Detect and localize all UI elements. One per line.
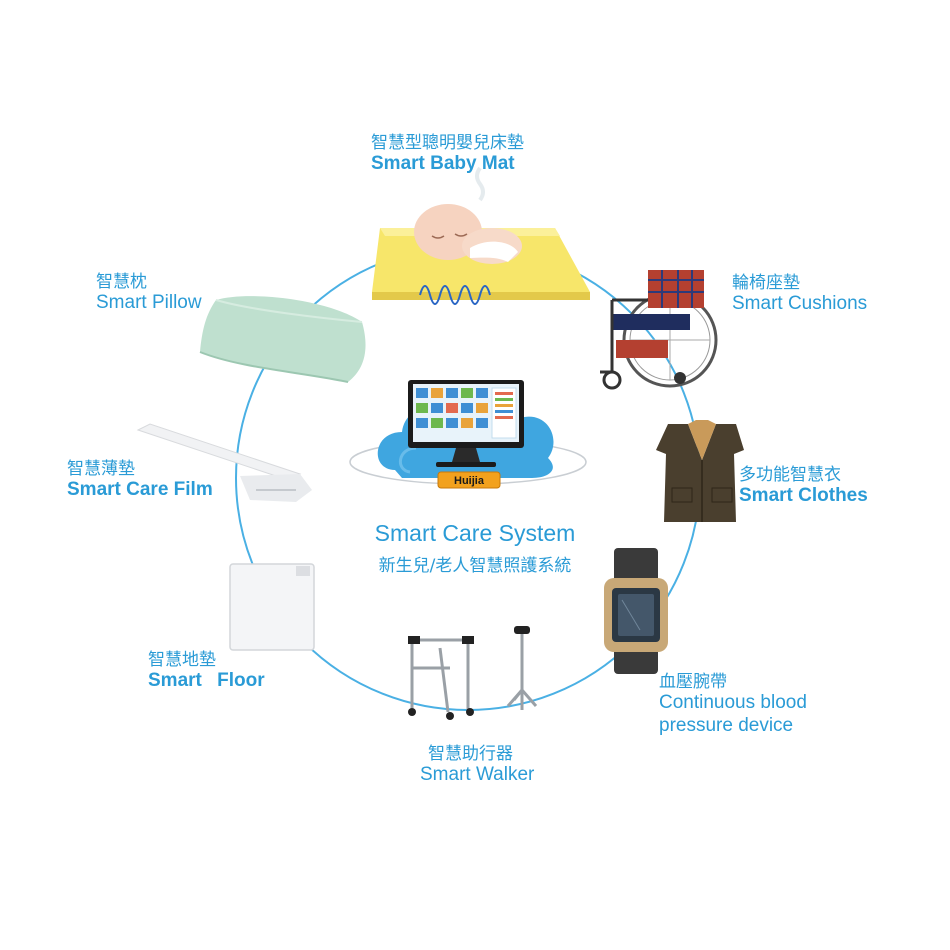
baby-mat-icon: [372, 166, 590, 305]
label-pillow-en: Smart Pillow: [96, 292, 202, 314]
label-clothes-zh: 多功能智慧衣: [739, 465, 841, 485]
label-cushions-zh: 輪椅座墊: [732, 273, 800, 293]
system-subtitle: 新生兒/老人智慧照護系統: [378, 556, 572, 576]
dashboard-tiles: [416, 387, 517, 439]
label-care-film-zh: 智慧薄墊: [67, 459, 135, 479]
floor-mat-icon: [229, 563, 315, 651]
label-baby-mat-en: Smart Baby Mat: [371, 153, 515, 175]
monitor-icon: [408, 380, 524, 467]
label-pillow-zh: 智慧枕: [96, 272, 147, 292]
center-label: Smart Care System 新生兒/老人智慧照護系統: [0, 520, 950, 576]
pillow-icon: [199, 296, 366, 383]
brand-badge: Huijia: [437, 471, 501, 489]
label-floor-zh: 智慧地墊: [148, 650, 216, 670]
label-baby-mat: 智慧型聰明嬰兒床墊 Smart Baby Mat: [371, 133, 524, 176]
label-cushions-en: Smart Cushions: [732, 293, 868, 315]
label-floor-en-b: Floor: [217, 670, 265, 692]
label-floor-en: Smart Floor: [148, 670, 265, 693]
wheelchair-icon: [600, 270, 718, 390]
label-care-film: 智慧薄墊 Smart Care Film: [67, 459, 213, 502]
label-clothes-en: Smart Clothes: [739, 485, 868, 507]
label-blood-pressure-zh: 血壓腕帶: [659, 672, 727, 692]
label-cushions: 輪椅座墊 Smart Cushions: [732, 273, 867, 316]
label-walker-zh: 智慧助行器: [428, 744, 513, 764]
label-walker-en: Smart Walker: [420, 764, 535, 786]
wristwatch-icon: [604, 548, 668, 674]
label-baby-mat-zh: 智慧型聰明嬰兒床墊: [371, 133, 524, 153]
label-walker: 智慧助行器 Smart Walker: [420, 744, 534, 787]
label-blood-pressure: 血壓腕帶 Continuous blood pressure device: [659, 672, 807, 738]
label-clothes: 多功能智慧衣 Smart Clothes: [739, 465, 868, 508]
label-blood-pressure-en-2: pressure device: [659, 715, 794, 737]
brand-label: Huijia: [454, 475, 485, 487]
center-hub: Huijia: [349, 380, 587, 489]
label-care-film-en: Smart Care Film: [67, 479, 213, 501]
care-film-icon: [136, 423, 312, 502]
label-floor: 智慧地墊 Smart Floor: [148, 650, 265, 693]
walker-icon: [408, 636, 474, 720]
vest-icon: [656, 420, 744, 522]
label-floor-en-a: Smart: [148, 670, 202, 692]
system-title: Smart Care System: [374, 520, 576, 546]
label-pillow: 智慧枕 Smart Pillow: [96, 272, 202, 315]
label-blood-pressure-en-1: Continuous blood: [659, 692, 807, 714]
cane-icon: [506, 626, 538, 710]
